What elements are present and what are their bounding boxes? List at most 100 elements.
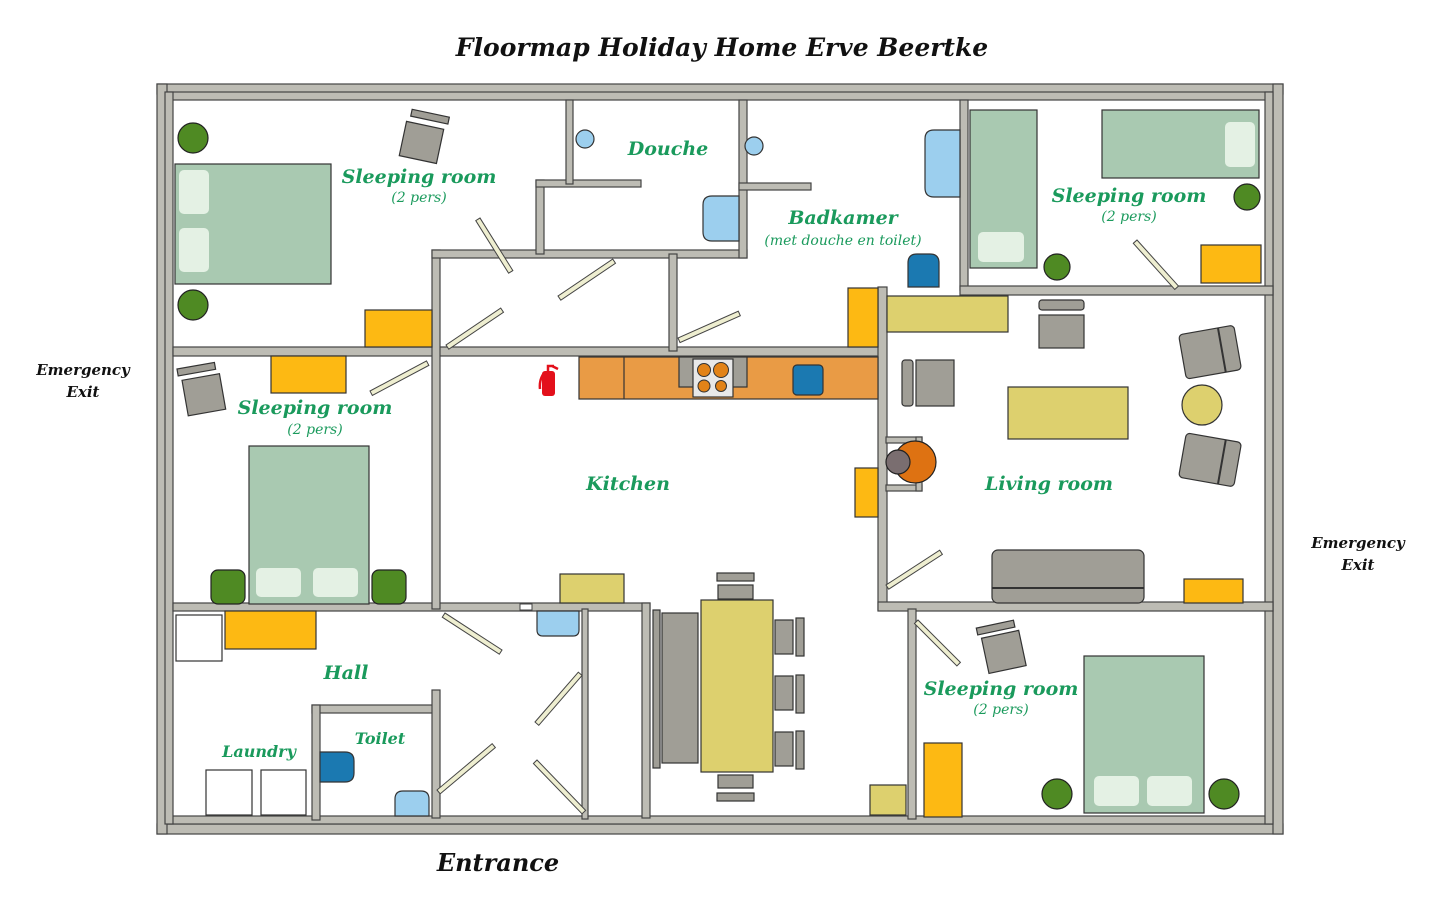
- chair: [717, 774, 754, 789]
- pillow: [313, 568, 358, 597]
- room-badkamer: Badkamer (met douche en toilet): [744, 129, 961, 348]
- room-label: Laundry: [221, 742, 298, 761]
- door[interactable]: [913, 619, 962, 667]
- sink-icon: [536, 610, 580, 637]
- bench-back: [652, 609, 661, 769]
- plant-icon: [371, 569, 407, 605]
- room-label: Sleeping room: [1052, 185, 1207, 207]
- chair-icon: [176, 361, 227, 417]
- chair-back: [795, 730, 805, 770]
- room-label: Living room: [984, 473, 1113, 495]
- room-sleeping-nw: Sleeping room (2 pers): [174, 108, 497, 348]
- chair: [774, 619, 794, 655]
- bathtub: [924, 129, 961, 198]
- chair: [915, 359, 955, 407]
- bench: [661, 612, 699, 764]
- chair-icon: [398, 108, 451, 165]
- sofa-icon: [991, 549, 1145, 604]
- room-label: Douche: [627, 138, 708, 160]
- plant-icon: [1208, 778, 1240, 810]
- plant-icon: [1043, 253, 1071, 281]
- room-living: Living room: [854, 295, 1244, 604]
- room-sleeping-se: Sleeping room (2 pers): [923, 619, 1240, 818]
- shower-tray: [702, 195, 740, 242]
- cabinet: [847, 287, 879, 348]
- cabinet: [1183, 578, 1244, 604]
- room-note: (met douche en toilet): [764, 233, 921, 249]
- door[interactable]: [1132, 239, 1180, 291]
- chair: [1038, 314, 1085, 349]
- fireplace-icon: [885, 440, 937, 484]
- interior-walls: [172, 99, 1274, 821]
- cabinet: [854, 467, 879, 518]
- armchair-icon: [1178, 432, 1242, 487]
- pillow: [1225, 122, 1255, 167]
- room-label: Badkamer: [787, 207, 899, 229]
- room-label: Sleeping room: [238, 397, 393, 419]
- room-sleeping-ne: Sleeping room (2 pers): [969, 109, 1262, 284]
- chair-back: [795, 674, 805, 714]
- chair-back: [1038, 299, 1085, 311]
- chair: [717, 584, 754, 600]
- chair-back: [795, 617, 805, 657]
- pillow: [179, 228, 209, 272]
- pillow: [1147, 776, 1192, 806]
- room-capacity: (2 pers): [973, 702, 1028, 718]
- coffee-table: [1007, 386, 1129, 440]
- room-label: Sleeping room: [342, 166, 497, 188]
- fire-extinguisher-icon: [538, 364, 559, 396]
- room-capacity: (2 pers): [1101, 209, 1156, 225]
- room-laundry: Laundry: [205, 742, 307, 816]
- plant-icon: [177, 122, 209, 154]
- room-capacity: (2 pers): [391, 190, 446, 206]
- door[interactable]: [369, 360, 430, 397]
- sink-icon: [575, 129, 595, 149]
- chair-back: [716, 572, 755, 582]
- door[interactable]: [445, 307, 505, 350]
- room-toilet: Toilet: [319, 729, 430, 817]
- plant-icon: [210, 569, 246, 605]
- door[interactable]: [441, 612, 503, 655]
- door[interactable]: [532, 759, 587, 815]
- room-capacity: (2 pers): [287, 422, 342, 438]
- door[interactable]: [677, 310, 741, 344]
- plant-icon: [1233, 183, 1261, 211]
- coat-cabinet: [224, 610, 317, 650]
- plant-icon: [1041, 778, 1073, 810]
- emergency-exit-right-line1: Emergency: [1310, 534, 1406, 552]
- dining-table-set: [652, 572, 907, 816]
- door[interactable]: [557, 258, 617, 301]
- emergency-exit-right-line2: Exit: [1340, 556, 1374, 574]
- wardrobe: [270, 355, 347, 394]
- door[interactable]: [436, 743, 497, 795]
- toilet-icon: [907, 253, 940, 288]
- door[interactable]: [885, 549, 944, 590]
- stove-icon: [692, 358, 734, 398]
- room-hall: Hall: [175, 603, 580, 684]
- pillow: [978, 232, 1024, 262]
- door[interactable]: [475, 217, 514, 274]
- cupboard: [175, 614, 223, 662]
- sink-icon: [394, 790, 430, 817]
- room-label: Kitchen: [585, 473, 670, 495]
- washing-machine: [205, 769, 253, 816]
- plant-icon: [177, 289, 209, 321]
- side-table: [869, 784, 907, 816]
- pillow: [179, 170, 209, 214]
- dining-table: [700, 599, 774, 773]
- chair-back: [716, 792, 755, 802]
- emergency-exit-left-line2: Exit: [65, 383, 99, 401]
- room-kitchen: Kitchen: [538, 356, 879, 604]
- side-table: [559, 573, 625, 604]
- emergency-exit-left-line1: Emergency: [35, 361, 131, 379]
- room-label: Hall: [323, 662, 369, 684]
- sink-icon: [792, 364, 824, 396]
- sink-icon: [744, 136, 764, 156]
- room-douche: Douche: [575, 129, 740, 242]
- round-table: [1181, 384, 1223, 426]
- pillow: [256, 568, 301, 597]
- side-table: [886, 295, 1009, 333]
- chair-icon: [975, 619, 1027, 675]
- chair-back: [901, 359, 914, 407]
- door[interactable]: [534, 671, 583, 726]
